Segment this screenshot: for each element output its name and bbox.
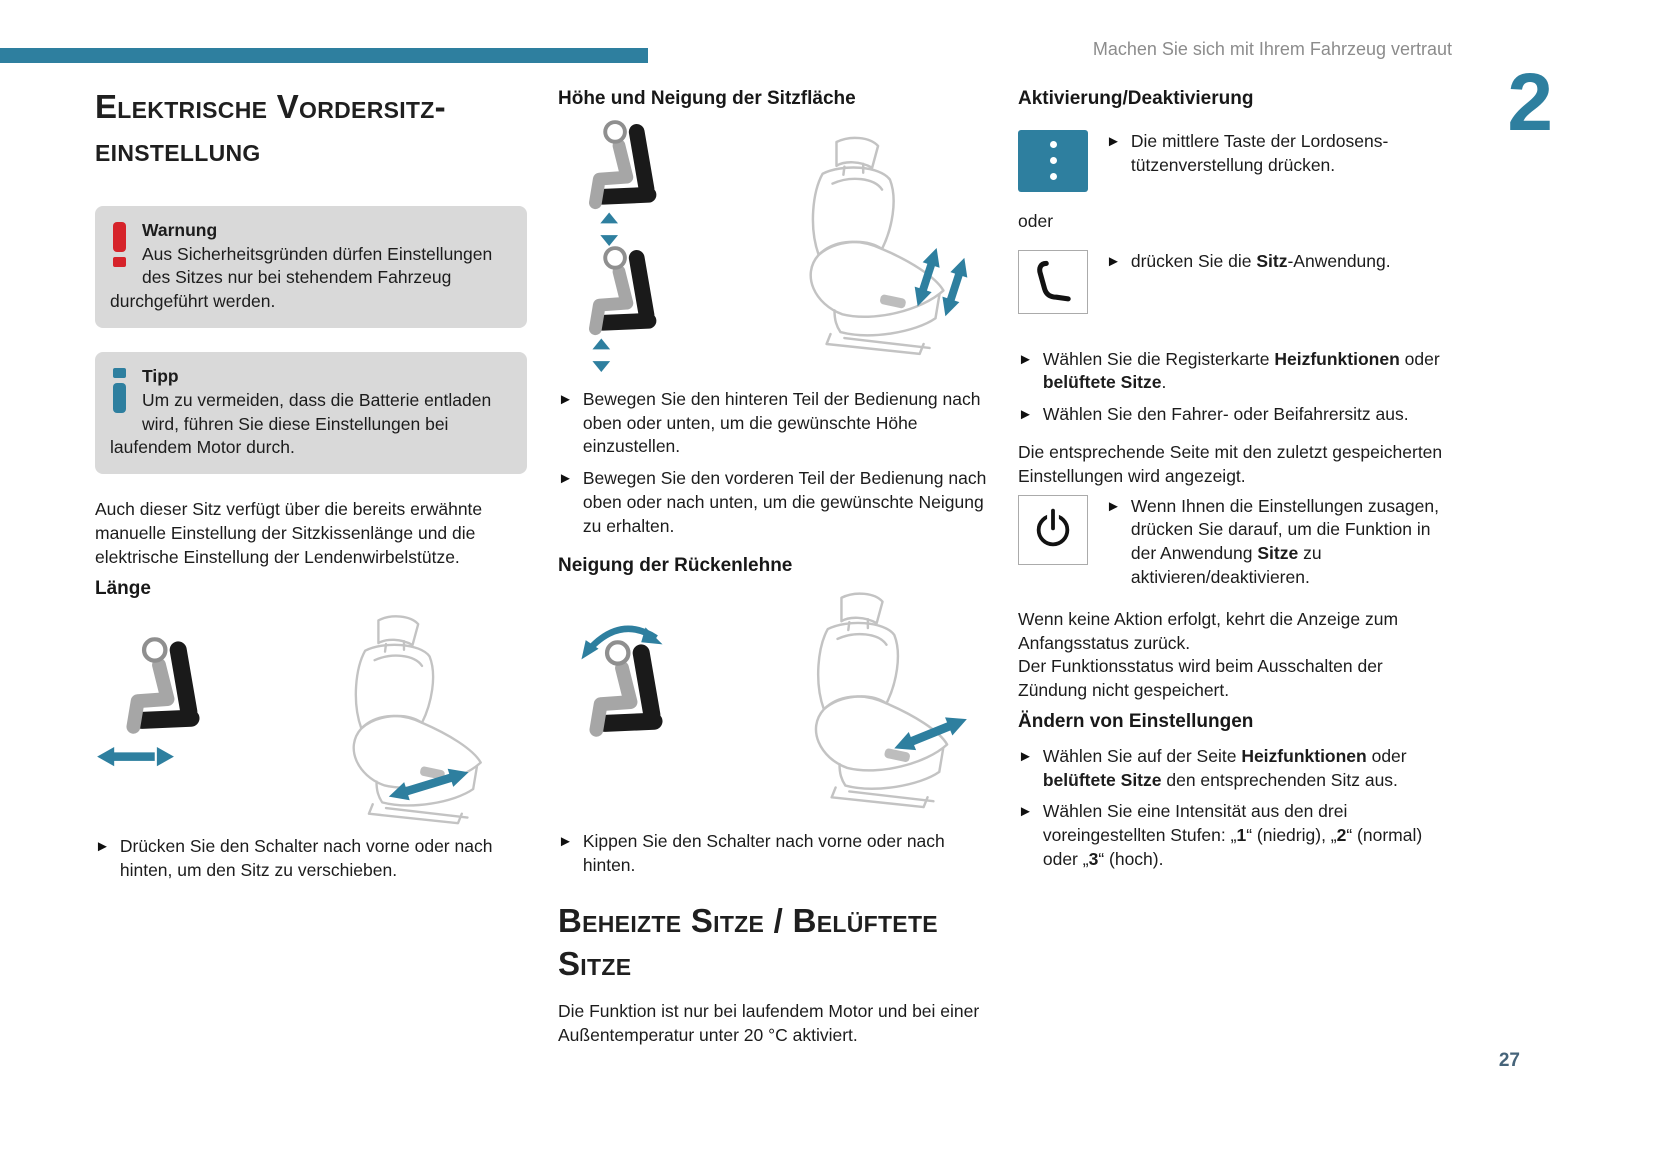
bullet-item: ► Wählen Sie auf der Seite Heizfunktione… xyxy=(1018,745,1454,793)
bullet-text: Wählen Sie eine Intensität aus den drei … xyxy=(1042,801,1423,869)
power-icon xyxy=(1018,494,1088,565)
heading-aktivierung: Aktivierung/Deaktivierung xyxy=(1018,88,1254,109)
seite-paragraph: Die entsprechende Seite mit den zuletzt … xyxy=(1018,442,1443,486)
seat-height-pictogram-down xyxy=(560,120,678,246)
slide-arrow xyxy=(388,769,469,801)
seat-length-pictogram xyxy=(97,637,223,767)
bullet-text: Bewegen Sie den vorderen Teil der Bedien… xyxy=(582,468,987,536)
power-instruction-row: ► Wenn Ihnen die Einstellungen zusagen, … xyxy=(1018,494,1454,590)
keine-aktion-paragraph: Wenn keine Aktion erfolgt, kehrt die Anz… xyxy=(1018,608,1399,701)
figure-seat-length-adjustment xyxy=(95,609,527,827)
bullet-text: Bewegen Sie den hinteren Teil der Bedien… xyxy=(582,388,981,457)
bullet-arrow-icon: ► xyxy=(558,470,573,488)
seat-3d-sketch-backrest xyxy=(814,592,967,809)
bullet-item: ► drücken Sie die Sitz-Anwendung. xyxy=(1106,250,1391,274)
tip-box: Tipp Um zu vermeiden, dass die Batterie … xyxy=(95,351,527,475)
bullet-text: Drücken Sie den Schalter nach vorne oder… xyxy=(119,836,493,881)
bullet-arrow-icon: ► xyxy=(95,838,110,856)
heading-neigung-rueckenlehne: Neigung der Rückenlehne xyxy=(558,554,793,576)
figure-backrest-tilt xyxy=(558,586,988,822)
header-accent-bar xyxy=(0,48,648,63)
power-symbol-glyph xyxy=(1036,508,1070,546)
beheizte-paragraph: Die Funktion ist nur bei laufendem Motor… xyxy=(558,1000,980,1045)
height-arrows xyxy=(600,212,619,246)
bullet-text: drücken Sie die Sitz-Anwendung. xyxy=(1130,250,1391,271)
figure-seat-height-tilt xyxy=(558,120,988,380)
bullet-arrow-icon: ► xyxy=(1018,747,1033,765)
column-middle: Höhe und Neigung der Sitzfläche xyxy=(558,86,988,1053)
chapter-number: 2 xyxy=(1507,57,1553,148)
bullet-text: Wenn Ihnen die Einstellungen zusagen, dr… xyxy=(1130,495,1439,587)
length-direction-arrows xyxy=(97,747,174,767)
heading-aendern: Ändern von Einstellungen xyxy=(1018,710,1254,732)
section-title-beheizte-sitze: Beheizte Sitze / Belüftete Sitze xyxy=(558,902,938,982)
heading-hoehe-neigung: Höhe und Neigung der Sitzfläche xyxy=(558,88,856,109)
oder-label: oder xyxy=(1018,210,1054,231)
seat-3d-sketch-length xyxy=(352,615,482,825)
bullet-item: ► Wenn Ihnen die Einstellungen zusagen, … xyxy=(1106,495,1454,590)
tip-text: Um zu vermeiden, dass die Batterie entla… xyxy=(110,389,492,458)
bullet-text: Die mittlere Taste der Lordosens- tützen… xyxy=(1130,130,1389,175)
bullet-arrow-icon: ► xyxy=(1106,132,1121,150)
bullet-arrow-icon: ► xyxy=(1018,803,1033,821)
bullet-text: Kippen Sie den Schalter nach vorne oder … xyxy=(582,831,945,876)
bullet-item: ► Wählen Sie die Registerkarte Heizfunkt… xyxy=(1018,348,1454,396)
seat-profile-glyph xyxy=(1037,260,1071,302)
lumbar-instruction-row: ► Die mittlere Taste der Lordosens- tütz… xyxy=(1018,129,1454,192)
bullet-item: ► Kippen Sie den Schalter nach vorne ode… xyxy=(558,830,988,878)
warning-label: Warnung xyxy=(142,219,218,240)
running-header: Machen Sie sich mit Ihrem Fahrzeug vertr… xyxy=(1092,39,1452,59)
column-right: Aktivierung/Deaktivierung ► Die mittlere… xyxy=(1018,86,1454,880)
tip-icon xyxy=(110,367,128,416)
height-arrow-rear xyxy=(914,247,940,307)
bullet-arrow-icon: ► xyxy=(558,833,573,851)
height-arrow-front xyxy=(942,257,968,317)
seat-tilt-pictogram-up xyxy=(560,246,678,372)
tip-label: Tipp xyxy=(142,365,179,386)
bullet-arrow-icon: ► xyxy=(1018,350,1033,368)
lumbar-buttons-icon xyxy=(1018,129,1088,192)
heading-laenge: Länge xyxy=(95,577,151,599)
bullet-item: ► Die mittlere Taste der Lordosens- tütz… xyxy=(1106,130,1388,178)
backrest-tilt-pictogram xyxy=(581,626,686,747)
bullet-item: ► Bewegen Sie den hinteren Teil der Bedi… xyxy=(558,388,988,459)
warning-text: Aus Sicherheitsgründen dürfen Einstellun… xyxy=(110,243,493,312)
bullet-item: ► Drücken Sie den Schalter nach vorne od… xyxy=(95,835,527,883)
bullet-text: Wählen Sie den Fahrer- oder Beifahrersit… xyxy=(1042,404,1409,425)
backrest-switch-arrow xyxy=(894,717,967,751)
bullet-item: ► Wählen Sie den Fahrer- oder Beifahrers… xyxy=(1018,403,1454,427)
section-title-elektrische-vordersitzeinstellung: Elektrische Vordersitz- einstellung xyxy=(95,88,446,168)
bullet-item: ► Bewegen Sie den vorderen Teil der Bedi… xyxy=(558,467,988,538)
bullet-text: Wählen Sie die Registerkarte Heizfunktio… xyxy=(1042,348,1440,393)
bullet-text: Wählen Sie auf der Seite Heizfunktionen … xyxy=(1042,745,1407,790)
bullet-arrow-icon: ► xyxy=(558,390,573,408)
seat-app-instruction-row: ► drücken Sie die Sitz-Anwendung. xyxy=(1018,249,1454,314)
seat-3d-sketch-height xyxy=(809,136,968,355)
tilt-arrows xyxy=(592,338,611,372)
page-number: 27 xyxy=(1498,1050,1520,1071)
intro-paragraph: Auch dieser Sitz verfügt über die bereit… xyxy=(95,499,483,567)
bullet-arrow-icon: ► xyxy=(1106,497,1121,515)
recline-arc-arrow xyxy=(581,626,663,660)
seat-app-icon xyxy=(1018,249,1088,314)
bullet-arrow-icon: ► xyxy=(1018,406,1033,424)
bullet-arrow-icon: ► xyxy=(1106,252,1121,270)
bullet-item: ► Wählen Sie eine Intensität aus den dre… xyxy=(1018,800,1454,871)
column-left: Elektrische Vordersitz- einstellung Warn… xyxy=(95,86,527,891)
warning-box: Warnung Aus Sicherheitsgründen dürfen Ei… xyxy=(95,205,527,328)
warning-icon xyxy=(110,221,128,270)
